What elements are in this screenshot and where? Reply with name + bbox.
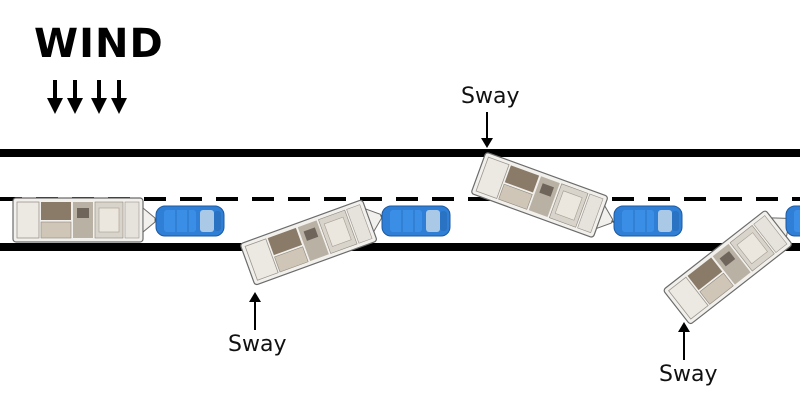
- rig-straight: [12, 197, 225, 243]
- down-arrow-icon: [91, 80, 107, 114]
- trailer: [469, 151, 628, 246]
- tow-vehicle: [381, 205, 451, 237]
- trailer: [239, 191, 398, 287]
- trailer: [662, 196, 800, 326]
- rig-swaying: [662, 196, 800, 326]
- down-arrow-icon: [47, 80, 63, 114]
- tow-vehicle: [785, 205, 800, 237]
- wind-arrows: [47, 80, 127, 114]
- wind-label: WIND: [34, 21, 164, 67]
- up-arrow-icon: [249, 292, 261, 330]
- rig-swaying: [239, 191, 451, 287]
- sway-label: Sway: [228, 332, 287, 357]
- sway-label: Sway: [659, 362, 718, 387]
- up-arrow-icon: [678, 322, 690, 360]
- down-arrow-icon: [481, 112, 493, 148]
- tow-vehicle: [155, 205, 225, 237]
- trailer: [12, 197, 164, 243]
- road-lower-edge: [0, 243, 800, 251]
- sway-label: Sway: [461, 84, 520, 109]
- tow-vehicle: [613, 205, 683, 237]
- road-upper-edge: [0, 149, 800, 157]
- down-arrow-icon: [111, 80, 127, 114]
- down-arrow-icon: [67, 80, 83, 114]
